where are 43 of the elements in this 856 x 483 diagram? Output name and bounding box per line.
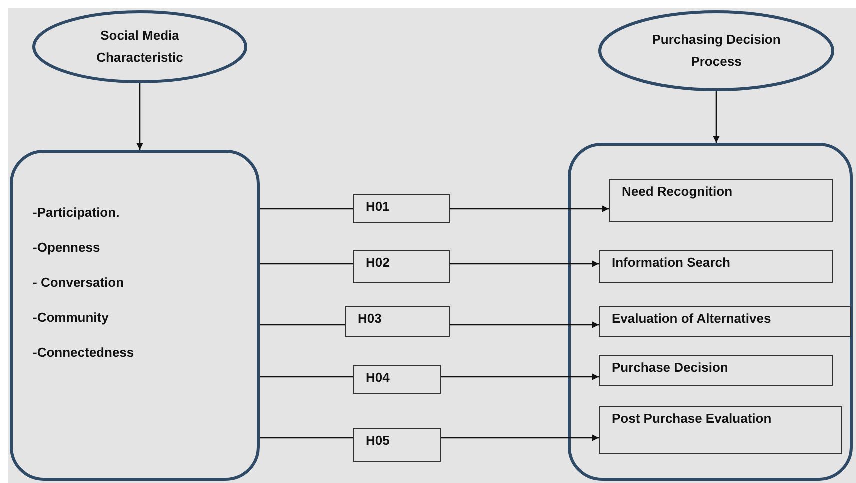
connector-line bbox=[260, 324, 345, 326]
process-box bbox=[353, 365, 441, 394]
connector-line bbox=[260, 437, 353, 439]
process-box bbox=[599, 355, 833, 386]
node-label: H01 bbox=[366, 199, 391, 214]
ellipse-node bbox=[598, 10, 835, 92]
arrow bbox=[136, 83, 144, 150]
process-box bbox=[599, 406, 842, 454]
list-item: - Conversation bbox=[33, 275, 124, 290]
list-item: -Community bbox=[33, 310, 109, 325]
list-item: -Openness bbox=[33, 240, 100, 255]
arrow bbox=[441, 434, 599, 442]
connector-line bbox=[260, 376, 353, 378]
node-label: Post Purchase Evaluation bbox=[612, 411, 773, 426]
node-label: H04 bbox=[366, 370, 391, 385]
process-box bbox=[345, 306, 450, 337]
node-label: H03 bbox=[358, 311, 383, 326]
arrow bbox=[450, 206, 609, 212]
rounded-panel bbox=[10, 150, 260, 481]
arrow bbox=[713, 91, 720, 143]
connector-line bbox=[260, 208, 353, 210]
process-box bbox=[353, 250, 450, 283]
node-label: Purchasing Decision Process bbox=[652, 31, 782, 71]
node-label: Need Recognition bbox=[622, 184, 734, 199]
arrow bbox=[450, 322, 599, 328]
ellipse-node bbox=[32, 10, 248, 84]
process-box bbox=[353, 194, 450, 223]
list-item: -Participation. bbox=[33, 205, 120, 220]
arrow bbox=[441, 374, 599, 380]
node-label: Information Search bbox=[612, 255, 732, 270]
process-box bbox=[599, 306, 851, 337]
list-item: -Connectedness bbox=[33, 345, 134, 360]
node-label: Evaluation of Alternatives bbox=[612, 311, 772, 326]
connector-line bbox=[260, 263, 353, 265]
process-box bbox=[353, 428, 441, 462]
arrow bbox=[450, 260, 599, 268]
node-label: H02 bbox=[366, 255, 391, 270]
rounded-panel bbox=[568, 143, 853, 481]
node-label: Purchase Decision bbox=[612, 360, 730, 375]
process-box bbox=[599, 250, 833, 283]
node-label: Social Media Characteristic bbox=[96, 27, 184, 67]
process-box bbox=[609, 179, 833, 222]
node-label: H05 bbox=[366, 433, 391, 448]
